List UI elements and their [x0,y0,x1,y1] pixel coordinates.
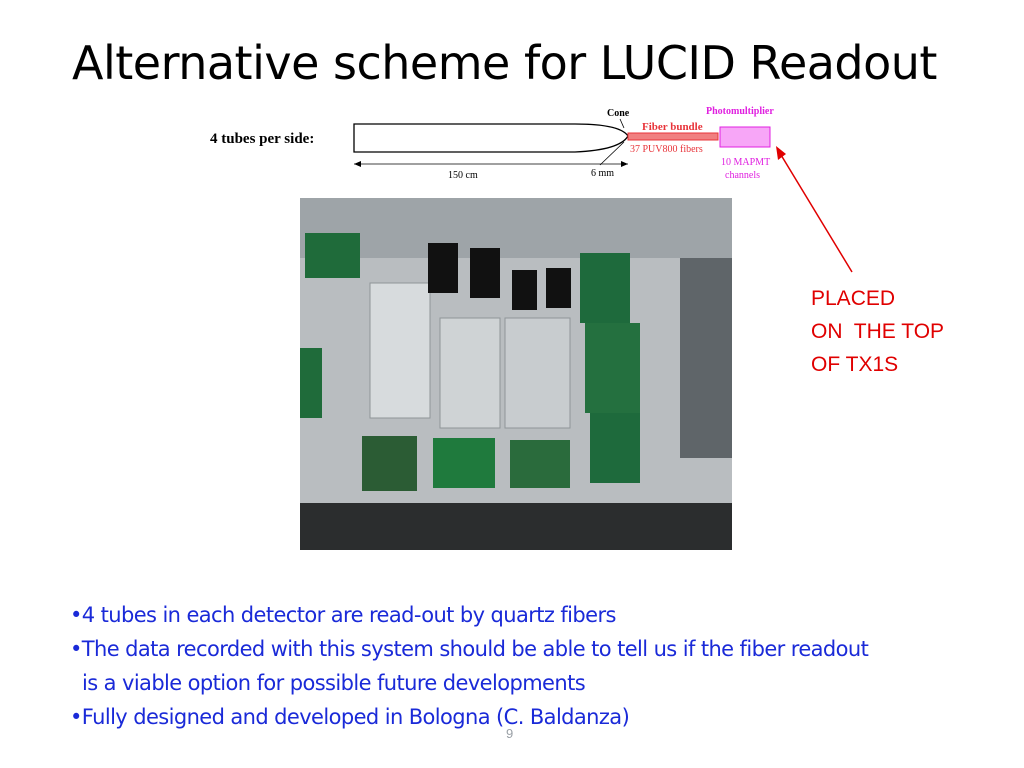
photomultiplier-box [719,126,771,148]
bullet-text: Fully designed and developed in Bologna … [81,705,630,729]
fibers-label: 37 PUV800 fibers [630,144,703,155]
length-label: 150 cm [448,170,478,181]
slide-title: Alternative scheme for LUCID Readout [72,36,937,90]
six-mm-pointer [599,141,625,166]
six-mm-label: 6 mm [591,168,614,179]
bullet-list: •4 tubes in each detector are read-out b… [70,598,1010,734]
mapmt-label-1: 10 MAPMT [721,157,770,168]
placement-note: PLACED ON THE TOP OF TX1S [811,282,944,381]
placement-note-line: ON THE TOP [811,320,945,343]
bullet-item: •4 tubes in each detector are read-out b… [70,598,1010,632]
bullet-marker: • [70,603,82,627]
bullet-item: •The data recorded with this system shou… [70,632,1010,666]
readout-diagram: 4 tubes per side: Cone Fiber bundle 37 P… [210,106,774,181]
cone-pointer [619,118,625,129]
bullet-marker: • [70,637,82,661]
bullet-marker: • [70,705,82,729]
mapmt-label-2: channels [725,170,760,181]
bullet-text: The data recorded with this system shoul… [81,637,869,661]
bullet-text: 4 tubes in each detector are read-out by… [81,603,617,627]
placement-note-line: PLACED [811,287,896,310]
photomultiplier-label: Photomultiplier [706,106,774,117]
cone-label: Cone [607,108,630,119]
tubes-label: 4 tubes per side: [210,131,314,147]
fiber-bundle [627,132,719,141]
placement-note-line: OF TX1S [811,353,899,376]
bullet-continuation: is a viable option for possible future d… [82,671,586,695]
slide-number: 9 [506,726,514,741]
bullet-item: •Fully designed and developed in Bologna… [70,700,1010,734]
fiber-bundle-label: Fiber bundle [642,121,703,133]
hardware-photo [300,198,732,550]
